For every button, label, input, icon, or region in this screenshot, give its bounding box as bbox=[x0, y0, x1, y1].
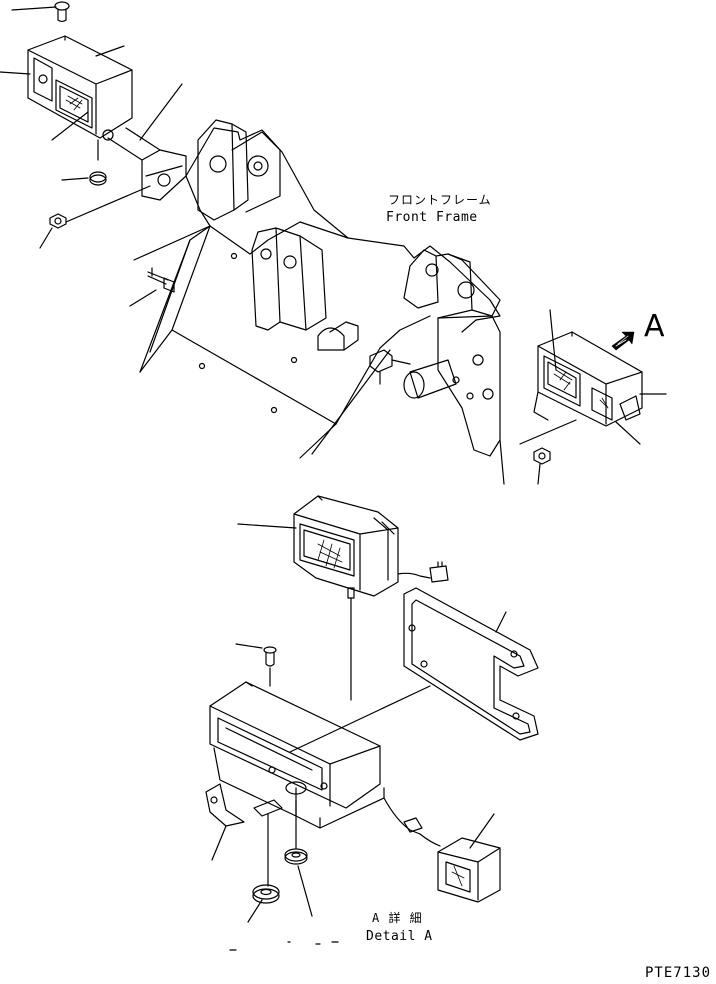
front-frame bbox=[129, 119, 501, 459]
detail-a-label-en: Detail A bbox=[366, 929, 433, 944]
detail-a-assembly bbox=[205, 495, 539, 951]
left-lamp-assembly bbox=[0, 1, 187, 249]
front-frame-label-en: Front Frame bbox=[386, 210, 478, 225]
detail-a-label-jp: A 詳 細 bbox=[372, 911, 423, 925]
top-bolt bbox=[11, 1, 70, 23]
right-lamp-assembly bbox=[499, 309, 667, 485]
view-arrow-icon bbox=[611, 331, 635, 351]
drawing-code: PTE7130 bbox=[645, 965, 712, 981]
front-frame-label-jp: フロントフレーム bbox=[388, 193, 492, 207]
view-a-label: A bbox=[644, 309, 665, 344]
